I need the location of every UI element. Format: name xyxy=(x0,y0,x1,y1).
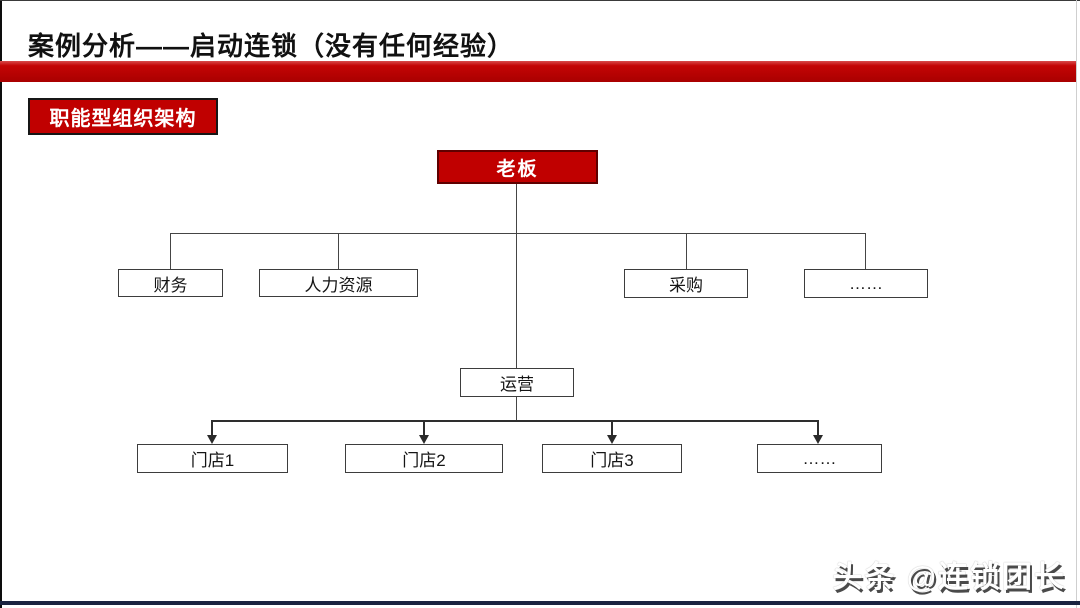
page-title: 案例分析——启动连锁（没有任何经验） xyxy=(28,31,515,61)
accent-bar xyxy=(0,61,1076,82)
node-ellipsis-level4: …… xyxy=(757,444,882,473)
node-store-2: 门店2 xyxy=(345,444,503,473)
connector-stub-store1 xyxy=(211,420,213,436)
section-label: 职能型组织架构 xyxy=(28,98,218,135)
connector-stub-finance xyxy=(170,233,171,269)
connector-root-vertical xyxy=(516,183,517,368)
connector-level2-horizontal xyxy=(170,233,866,234)
connector-stub-store2 xyxy=(423,420,425,436)
node-procurement: 采购 xyxy=(624,269,748,298)
connector-stub-procurement xyxy=(686,233,687,269)
connector-operations-down xyxy=(516,397,517,421)
connector-stub-hr xyxy=(338,233,339,269)
footer-bar xyxy=(0,601,1080,605)
node-finance: 财务 xyxy=(118,269,223,297)
watermark: 头条 @连锁团长 xyxy=(832,561,1066,594)
arrow-down-icon xyxy=(607,435,617,444)
connector-stub-store3 xyxy=(611,420,613,436)
arrow-down-icon xyxy=(419,435,429,444)
arrow-down-icon xyxy=(207,435,217,444)
node-ellipsis-level2: …… xyxy=(804,269,928,298)
node-operations: 运营 xyxy=(460,368,574,397)
arrow-down-icon xyxy=(813,435,823,444)
connector-stub-ellipsis2 xyxy=(865,233,866,269)
left-edge-line xyxy=(0,0,2,608)
node-boss: 老板 xyxy=(437,150,598,184)
top-edge-line xyxy=(0,0,1080,1)
connector-stub-ellipsis4 xyxy=(817,420,819,436)
node-store-3: 门店3 xyxy=(542,444,682,473)
node-store-1: 门店1 xyxy=(137,444,288,473)
connector-level4-horizontal xyxy=(211,420,819,422)
right-edge-line xyxy=(1076,0,1077,608)
node-hr: 人力资源 xyxy=(259,269,418,297)
